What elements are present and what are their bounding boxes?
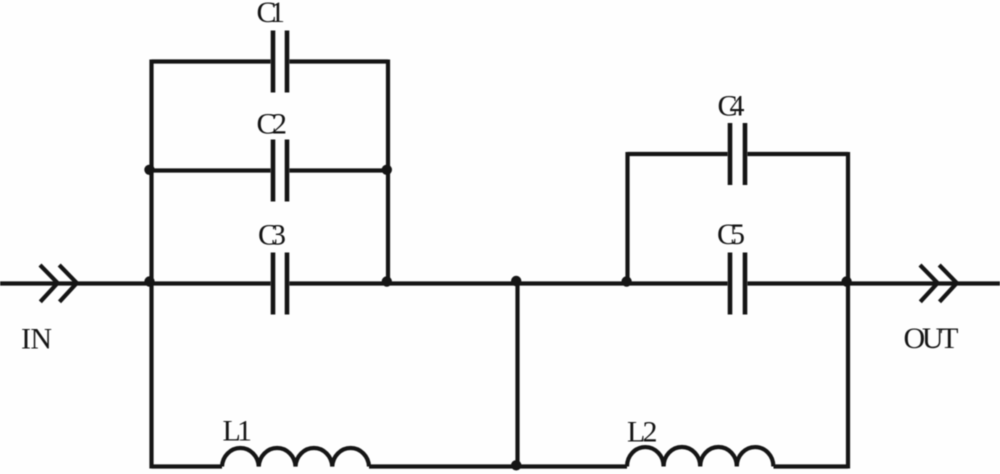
svg-text:C1: C1 [257,0,286,29]
svg-text:C2: C2 [257,108,288,141]
svg-text:OUT: OUT [904,322,959,355]
svg-text:C4: C4 [718,90,745,123]
svg-text:C5: C5 [717,218,745,251]
svg-text:IN: IN [21,323,52,356]
svg-text:C3: C3 [258,219,286,252]
svg-text:L2: L2 [627,416,658,449]
svg-text:L1: L1 [223,415,253,448]
